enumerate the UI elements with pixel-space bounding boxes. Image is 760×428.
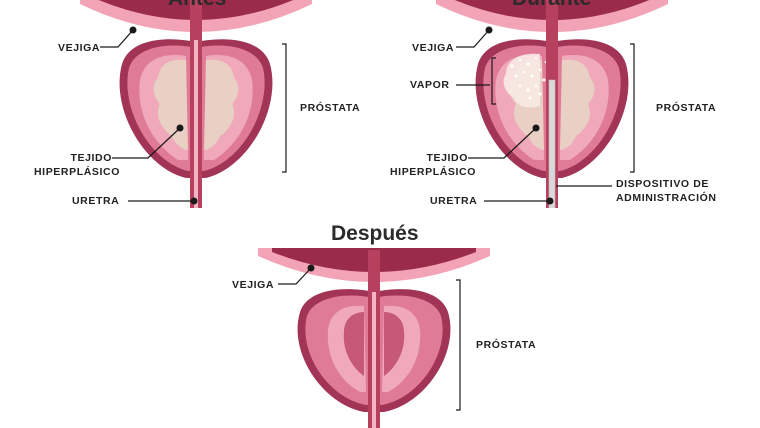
during-illustration xyxy=(436,0,668,208)
during-device-label-line1: DISPOSITIVO DE xyxy=(616,178,709,190)
urethra-highlight xyxy=(372,292,376,428)
after-prostate-label: PRÓSTATA xyxy=(476,339,537,351)
during-heading: Durante xyxy=(512,0,591,11)
during-tissue-label-line2: HIPERPLÁSICO xyxy=(390,166,476,178)
urethra-highlight xyxy=(194,40,198,208)
treated-zone-right xyxy=(384,312,405,376)
before-tissue-label-line1: TEJIDO xyxy=(70,152,112,164)
hyperplastic-tissue-right xyxy=(204,59,239,150)
after-heading: Después xyxy=(331,222,419,245)
during-device-label-line2: ADMINISTRACIÓN xyxy=(616,192,717,204)
vapor-dots xyxy=(510,56,548,100)
treated-zone-left xyxy=(343,312,364,376)
hyperplastic-tissue-right xyxy=(560,59,595,150)
after-bladder-label: VEJIGA xyxy=(232,279,275,291)
during-vapor-label: VAPOR xyxy=(410,79,450,91)
during-bladder-label: VEJIGA xyxy=(412,42,455,54)
before-heading: Antes xyxy=(168,0,226,11)
delivery-device xyxy=(548,79,556,208)
during-prostate-label: PRÓSTATA xyxy=(656,102,717,114)
during-tissue-label-line1: TEJIDO xyxy=(426,152,468,164)
before-tissue-label-line2: HIPERPLÁSICO xyxy=(34,166,120,178)
before-illustration xyxy=(80,0,312,208)
after-leaders xyxy=(278,267,461,411)
before-leaders xyxy=(100,29,287,202)
before-urethra-label: URETRA xyxy=(72,195,120,207)
during-leaders xyxy=(456,29,635,202)
before-bladder-label: VEJIGA xyxy=(58,42,101,54)
during-urethra-label: URETRA xyxy=(430,195,478,207)
before-prostate-label: PRÓSTATA xyxy=(300,102,361,114)
after-illustration xyxy=(258,248,490,428)
